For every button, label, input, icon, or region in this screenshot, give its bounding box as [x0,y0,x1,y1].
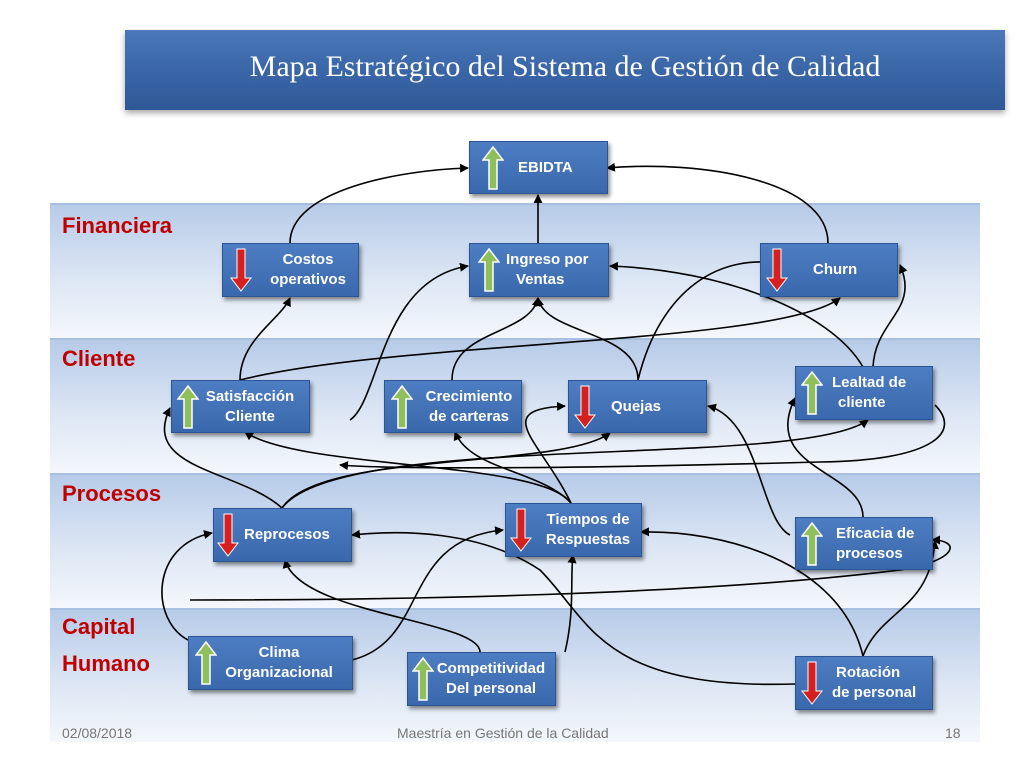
node-tiempos-respuestas[interactable]: Tiempos de Respuestas [505,503,642,557]
node-label-line1: Ingreso por [506,251,589,268]
up-arrow-icon [801,371,823,415]
edge-satisfaccion-ingreso [349,262,469,421]
down-arrow-icon [801,661,823,705]
node-label-line1: Competitividad [436,660,546,677]
node-quejas[interactable]: Quejas [568,380,707,433]
node-label-line2: Del personal [445,680,537,697]
node-label-line1: Satisfacción [205,387,295,405]
edge-eficacia-quejas [707,403,791,536]
up-arrow-icon [195,641,217,685]
node-label-line2: Respuestas [545,531,631,548]
label-financiera: Financiera [62,213,173,238]
footer-page-number: 18 [945,725,961,741]
edge-quejas-ingreso [535,297,639,381]
edge-reprocesos-satisfaccion [162,407,283,509]
node-lealtad-cliente[interactable]: Lealtad de cliente [795,366,933,420]
label-procesos: Procesos [62,481,162,506]
edge-competitividad-reprocesos [282,559,481,653]
edge-clima-tiempos [351,526,504,661]
node-label-line2: Cliente [224,407,275,425]
down-arrow-icon [230,248,252,292]
node-label-line1: Eficacia de [836,524,915,542]
label-capital: Capital [62,614,136,639]
node-label-line1: Crecimiento [425,387,513,405]
node-label-line2: procesos [836,544,903,562]
edge-costos-ebidta [289,163,469,244]
node-costos-operativos[interactable]: Costos operativos [222,243,359,297]
node-label-line2: Organizacional [225,664,333,681]
label-cliente: Cliente [62,346,136,371]
node-label: Reprocesos [244,526,330,543]
node-label: Quejas [611,397,662,415]
node-reprocesos[interactable]: Reprocesos [213,508,352,562]
edge-tiempos-satisfaccion [244,431,572,504]
node-ingreso-ventas[interactable]: Ingreso por Ventas [469,243,609,297]
edge-lealtad-churn [872,264,908,368]
edge-rotacion-reprocesos [351,529,796,686]
edge-clima-reprocesos [161,530,213,641]
node-label-line2: de personal [832,684,917,701]
up-arrow-icon [482,146,504,190]
node-label-line1: Lealtad de [832,374,907,391]
edge-churn-ebidta [606,162,829,244]
node-satisfaccion-cliente[interactable]: Satisfacción Cliente [171,380,310,433]
node-label-line1: Rotación [836,664,901,681]
up-arrow-icon [391,385,413,429]
edge-eficacia-lealtad2 [339,404,946,471]
edge-satisfaccion-churn [239,297,841,381]
node-label-line2: de carteras [428,407,510,425]
down-arrow-icon [217,513,239,557]
node-label: EBIDTA [518,158,573,176]
edge-tiempos-quejas [524,401,572,504]
down-arrow-icon [510,508,532,552]
node-label-line2: operativos [270,271,346,288]
node-eficacia-procesos[interactable]: Eficacia de procesos [795,517,933,570]
edge-reprocesos-quejas [281,432,611,509]
up-arrow-icon [412,657,434,701]
node-clima-organizacional[interactable]: Clima Organizacional [188,636,353,690]
footer-date: 02/08/2018 [62,725,133,741]
node-rotacion-personal[interactable]: Rotación de personal [795,656,933,710]
slide-title: Mapa Estratégico del Sistema de Gestión … [249,50,881,83]
up-arrow-icon [801,522,823,566]
edge-reprocesos-lealtad [281,419,869,509]
edge-satisfaccion-costos [239,297,291,381]
up-arrow-icon [478,248,500,292]
label-humano: Humano [62,651,150,676]
title-bar: Mapa Estratégico del Sistema de Gestión … [125,30,1005,110]
edge-rotacion-tiempos [640,527,864,657]
node-crecimiento-carteras[interactable]: Crecimiento de carteras [384,380,522,433]
down-arrow-icon [574,385,596,429]
edge-competitividad-tiempos [564,554,577,653]
up-arrow-icon [177,385,199,429]
edge-clima-eficacia [189,535,951,601]
node-churn[interactable]: Churn [760,243,898,297]
node-ebidta[interactable]: EBIDTA [469,141,608,194]
node-label-line1: Costos [282,251,334,268]
node-label-line2: cliente [838,394,886,411]
down-arrow-icon [766,248,788,292]
node-label-line1: Clima [258,644,300,661]
edge-crecimiento-ingreso [451,297,541,381]
edge-eficacia-lealtad [787,397,864,518]
node-label: Churn [813,261,858,278]
footer-title: Maestría en Gestión de la Calidad [397,725,609,741]
node-label-line2: Ventas [516,271,565,288]
node-competitividad-personal[interactable]: Competitividad Del personal [407,652,556,706]
node-label-line1: Tiempos de [546,511,630,528]
